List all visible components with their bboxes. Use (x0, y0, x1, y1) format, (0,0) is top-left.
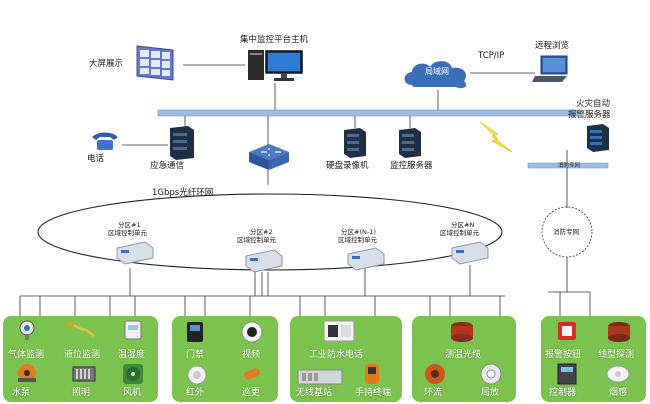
patrol-icon (240, 366, 264, 386)
remote-browse-label: 远程浏览 (535, 41, 570, 51)
core-switch-icon (241, 138, 297, 172)
phone-label: 电话 (87, 154, 105, 164)
zone-n1-label-1: 分区#(N-1) (341, 228, 376, 236)
env-label-0: 气体监测 (8, 350, 45, 360)
alarm-button-icon (556, 320, 578, 342)
cable-label-0: 测温光缆 (445, 350, 482, 360)
fire-server-label-2: 报警服务器 (568, 110, 611, 120)
tcpip-label: TCP/IP (478, 51, 505, 61)
access-control-icon (184, 320, 206, 344)
handheld-terminal-icon (363, 362, 381, 386)
comm-label-0: 工业防水电话 (309, 350, 364, 360)
env-label-2: 温湿度 (118, 350, 146, 360)
cable-label-2: 局放 (481, 388, 500, 398)
fire-server-label-1: 火灾自动 (576, 99, 611, 109)
comm-label-2: 手持终端 (355, 388, 392, 398)
circulating-current-icon (423, 362, 447, 386)
water-pump-icon (14, 362, 40, 384)
lighting-icon (71, 364, 97, 384)
zone-1-controller-icon (115, 240, 155, 266)
security-label-3: 巡更 (242, 388, 261, 398)
monitor-server-label: 监控服务器 (390, 161, 433, 171)
fiber-ring (37, 193, 503, 271)
gas-sensor-icon (16, 319, 38, 341)
fire-private-ring-label: 消防专网 (553, 228, 579, 236)
linear-detector-icon (606, 320, 632, 344)
infrared-icon (186, 364, 208, 386)
video-wall-icon (133, 44, 177, 82)
thermo-hygro-icon (123, 319, 143, 341)
dvr-icon (342, 126, 368, 158)
zone-n1-label-2: 区域控制单元 (338, 236, 377, 244)
zone-2-controller-icon (244, 248, 284, 274)
fire-controller-icon (556, 362, 578, 386)
lan-cloud-icon (400, 57, 474, 91)
env-label-1: 液位监测 (64, 350, 101, 360)
zone-1-label-2: 区域控制单元 (108, 229, 147, 237)
backbone-bus (157, 109, 579, 117)
dvr-label: 硬盘录像机 (326, 161, 369, 171)
zone-n-controller-icon (450, 240, 490, 266)
fire-label-2: 控制器 (549, 388, 577, 398)
wireless-bolt (479, 121, 513, 153)
partial-discharge-icon (479, 362, 503, 386)
env-label-4: 照明 (72, 388, 91, 398)
level-sensor-icon (66, 320, 96, 340)
comm-label-1: 无线基站 (296, 388, 333, 398)
laptop-icon (532, 54, 572, 84)
zone-2-label-1: 分区#2 (250, 228, 273, 236)
fire-label-3: 烟感 (609, 388, 628, 398)
fire-server-icon (585, 122, 611, 152)
security-label-2: 红外 (186, 388, 205, 398)
fire-label-1: 线型探测 (598, 350, 635, 360)
phone-icon (90, 131, 120, 151)
security-label-0: 门禁 (186, 350, 205, 360)
smoke-detector-icon (606, 364, 630, 384)
host-label: 集中监控平台主机 (240, 35, 309, 45)
wireless-base-station-icon (296, 366, 344, 386)
zone-2-label-2: 区域控制单元 (237, 236, 276, 244)
emergency-label: 应急通信 (150, 161, 185, 171)
lan-label: 局域网 (425, 67, 449, 76)
zone-n-label-2: 区域控制单元 (440, 229, 479, 237)
env-label-3: 水泵 (12, 388, 31, 398)
fiber-temp-cable-icon (449, 320, 475, 344)
zone-n1-controller-icon (346, 246, 386, 272)
fire-label-0: 报警按钮 (545, 350, 582, 360)
cable-label-1: 环流 (424, 388, 443, 398)
fiber-ring-label: 1Gbps光纤环网 (152, 188, 214, 198)
fire-private-bus (527, 162, 609, 169)
monitor-server-icon (397, 126, 423, 158)
zone-1-label-1: 分区#1 (118, 221, 141, 229)
zone-n-label-1: 分区#N (451, 221, 475, 229)
monitoring-host-icon (244, 47, 310, 83)
fan-icon (121, 362, 145, 386)
fire-private-bus-label: 消防专网 (558, 163, 581, 169)
emergency-server-icon (168, 124, 196, 160)
video-camera-icon (240, 320, 264, 344)
industrial-phone-icon (322, 319, 356, 343)
big-screen-label: 大屏展示 (89, 59, 124, 69)
security-label-1: 视频 (242, 350, 261, 360)
env-label-5: 风机 (123, 388, 142, 398)
